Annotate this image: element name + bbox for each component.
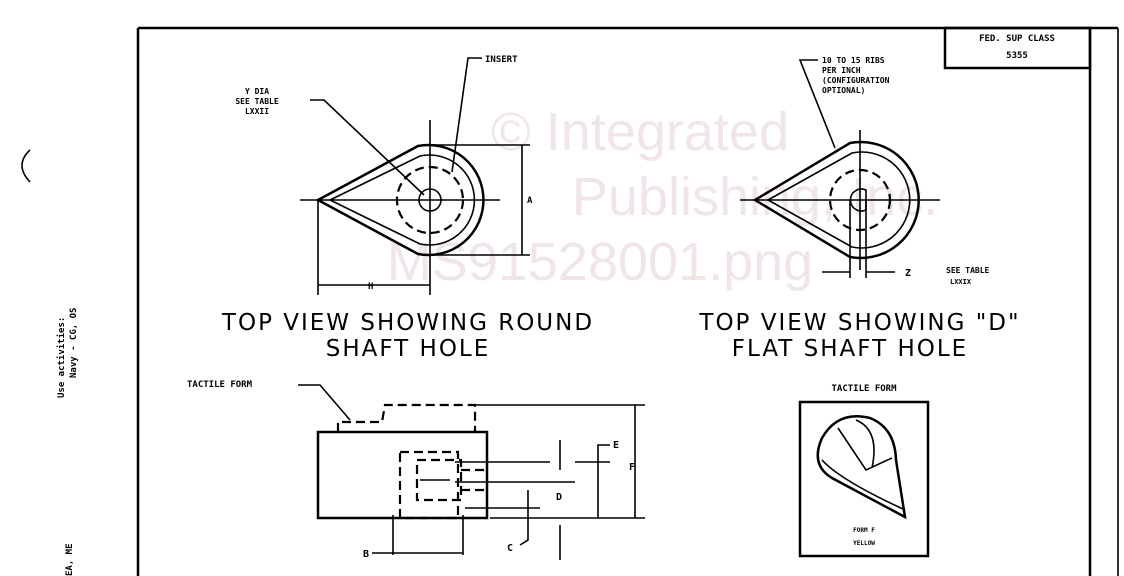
- dim-b: B: [363, 549, 369, 560]
- callout-dia-1: Y DIA: [245, 87, 269, 96]
- tactile-box-title: TACTILE FORM: [831, 384, 897, 394]
- top-view-d-flat-shaft: Z SEE TABLE LXXIX 10 TO 15 RIBS PER INCH…: [698, 56, 1020, 362]
- caption-round-line2: SHAFT HOLE: [326, 336, 491, 362]
- callout-ribs-2: PER INCH: [822, 66, 861, 75]
- dim-f: F: [629, 462, 635, 473]
- caption-round-line1: TOP VIEW SHOWING ROUND: [221, 310, 594, 336]
- margin-bottom: EA, ME: [65, 543, 75, 576]
- dim-z: Z: [905, 268, 911, 279]
- dim-e: E: [613, 440, 619, 451]
- callout-insert: INSERT: [485, 55, 518, 65]
- watermark-line2: Publishing, Inc.: [572, 167, 938, 227]
- watermark-line3: MS91528001.png: [387, 232, 813, 292]
- fed-sup-class-value: 5355: [1006, 51, 1028, 61]
- margin-line1: Use activities:: [56, 317, 67, 398]
- callout-dia-2: SEE TABLE: [235, 97, 279, 106]
- see-table-1: SEE TABLE: [946, 266, 990, 275]
- tactile-box-form: FORM F: [853, 527, 875, 534]
- tactile-box-color: YELLOW: [853, 540, 875, 547]
- dim-a: A: [527, 196, 533, 206]
- callout-ribs-4: OPTIONAL): [822, 86, 865, 95]
- caption-d-line2: FLAT SHAFT HOLE: [732, 336, 968, 362]
- tactile-form-box: TACTILE FORM FORM F YELLOW: [798, 384, 930, 558]
- dim-h: H: [368, 282, 373, 292]
- side-tactile-form-label: TACTILE FORM: [187, 380, 253, 390]
- watermark: © Integrated Publishing, Inc. MS91528001…: [387, 102, 938, 292]
- title-block: FED. SUP CLASS 5355: [943, 26, 1092, 70]
- fed-sup-class-label: FED. SUP CLASS: [979, 34, 1055, 44]
- top-view-round-shaft: A H INSERT Y DIA SEE TABLE LXXII TOP VIE…: [221, 55, 594, 362]
- see-table-2: LXXIX: [950, 278, 972, 286]
- side-view: TACTILE FORM F D E C B: [187, 380, 645, 560]
- dim-c: C: [507, 543, 513, 554]
- dim-d: D: [556, 492, 562, 503]
- margin-line2: Navy - CG, OS: [69, 308, 79, 378]
- callout-ribs-3: (CONFIGURATION: [822, 76, 890, 85]
- watermark-line1: © Integrated: [491, 102, 789, 162]
- caption-d-line1: TOP VIEW SHOWING "D": [698, 310, 1020, 336]
- margin-notes: Use activities: Navy - CG, OS EA, ME: [56, 308, 79, 576]
- callout-dia-3: LXXII: [245, 107, 269, 116]
- callout-ribs-1: 10 TO 15 RIBS: [822, 56, 885, 65]
